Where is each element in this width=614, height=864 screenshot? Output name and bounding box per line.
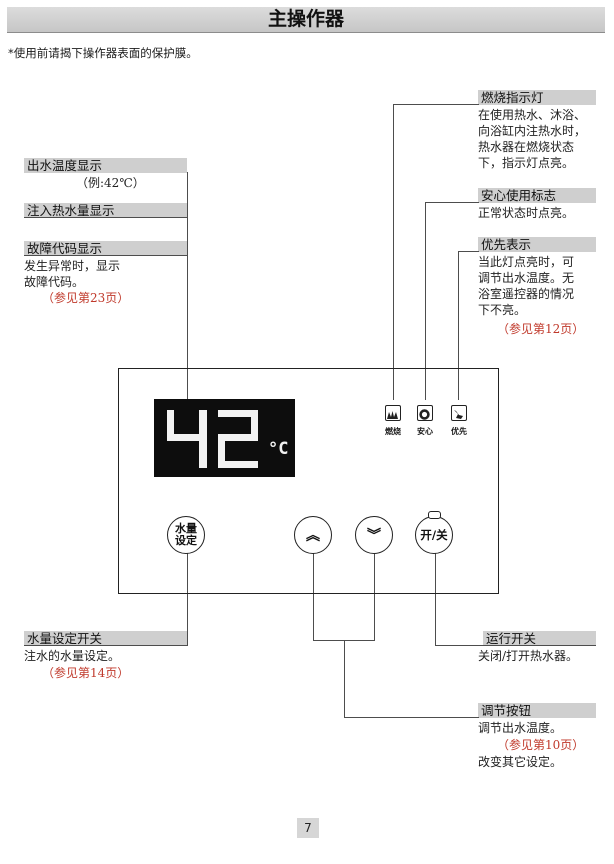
adjust-desc-2: 改变其它设定。: [478, 755, 563, 769]
combustion-desc-1: 在使用热水、沐浴、: [478, 108, 587, 122]
priority-desc-3: 浴室遥控器的情况: [478, 287, 575, 301]
leader-line: [187, 553, 188, 646]
safe-indicator: [417, 405, 433, 421]
combustion-indicator-caption: 燃烧: [385, 427, 401, 436]
leader-line: [425, 202, 479, 203]
flame-icon: [387, 411, 398, 419]
priority-indicator-caption: 优先: [451, 427, 467, 436]
hot-water-amount-label: 注入热水量显示: [24, 203, 187, 218]
temperature-unit: °C: [268, 439, 289, 459]
power-button[interactable]: 开/关: [415, 516, 453, 554]
leader-line: [313, 553, 314, 640]
leader-line: [24, 255, 188, 256]
power-button-label: 开/关: [420, 528, 448, 542]
leader-line: [187, 172, 188, 400]
water-temp-label: 出水温度显示: [24, 158, 187, 173]
safe-use-desc: 正常状态时点亮。: [478, 206, 575, 220]
water-set-switch-desc: 注水的水量设定。: [24, 649, 121, 663]
priority-desc-2: 调节出水温度。无: [478, 271, 575, 285]
run-switch-label: 运行开关: [483, 631, 596, 646]
safe-use-label: 安心使用标志: [478, 188, 596, 203]
fault-code-page-ref: （参见第23页）: [42, 291, 130, 305]
temperature-down-button[interactable]: ︾: [355, 516, 393, 554]
leader-line: [458, 251, 479, 252]
water-amount-set-button[interactable]: 水量 设定: [167, 516, 205, 554]
adjust-button-label: 调节按钮: [478, 703, 596, 718]
leader-line: [435, 645, 596, 646]
water-set-switch-label: 水量设定开关: [24, 631, 187, 646]
temperature-up-button[interactable]: ︽: [294, 516, 332, 554]
leader-line: [24, 645, 188, 646]
water-set-line-2: 设定: [175, 534, 197, 547]
protective-film-note: *使用前请揭下操作器表面的保护膜。: [8, 46, 198, 60]
control-panel: [118, 368, 499, 594]
title-bar: 主操作器: [7, 7, 605, 33]
page-title: 主操作器: [267, 8, 344, 30]
combustion-indicator-label: 燃烧指示灯: [478, 90, 596, 105]
chevron-up-icon: ︽: [306, 528, 320, 544]
leader-line: [435, 553, 436, 646]
fault-code-desc-1: 发生异常时，显示: [24, 259, 121, 273]
combustion-desc-4: 下，指示灯点亮。: [478, 156, 575, 170]
combustion-indicator: [385, 405, 401, 421]
safe-indicator-caption: 安心: [417, 427, 433, 436]
page-number: 7: [297, 818, 319, 838]
priority-desc-1: 当此灯点亮时，可: [478, 255, 575, 269]
fault-code-desc-2: 故障代码。: [24, 275, 85, 289]
leader-line: [458, 251, 459, 400]
leader-line: [344, 717, 479, 718]
run-switch-desc: 关闭/打开热水器。: [478, 649, 579, 663]
leader-line: [425, 202, 426, 400]
leader-line: [24, 217, 188, 218]
leader-line: [344, 640, 345, 717]
priority-indicator: [451, 405, 467, 421]
fault-code-label: 故障代码显示: [24, 241, 187, 256]
combustion-desc-2: 向浴缸内注热水时，: [478, 124, 587, 138]
leader-line: [393, 104, 394, 400]
adjust-page-ref: （参见第10页）: [497, 738, 585, 752]
priority-desc-4: 下不亮。: [478, 303, 527, 317]
temperature-display: °C: [154, 399, 295, 477]
combustion-desc-3: 热水器在燃烧状态: [478, 140, 575, 154]
leader-line: [374, 553, 375, 640]
priority-label: 优先表示: [478, 237, 596, 252]
adjust-desc-1: 调节出水温度。: [478, 721, 563, 735]
water-temp-example: （例:42℃）: [76, 176, 145, 190]
chevron-down-icon: ︾: [367, 528, 381, 544]
power-lamp: [428, 511, 441, 519]
priority-page-ref: （参见第12页）: [497, 322, 585, 336]
seven-segment-digits: [167, 410, 258, 468]
priority-icon: [454, 410, 463, 419]
shield-icon: [419, 409, 430, 420]
leader-line: [393, 104, 479, 105]
water-set-line-1: 水量: [175, 522, 197, 535]
water-set-switch-page-ref: （参见第14页）: [42, 666, 130, 680]
